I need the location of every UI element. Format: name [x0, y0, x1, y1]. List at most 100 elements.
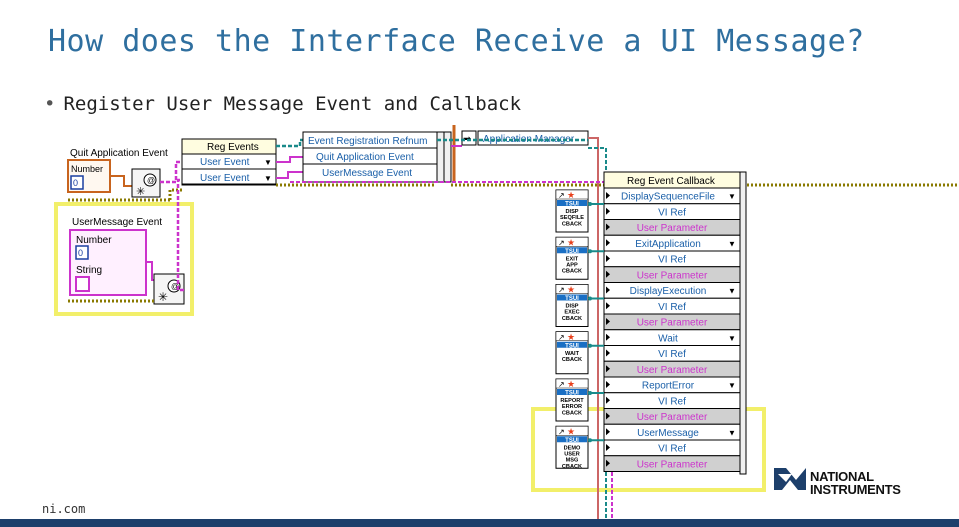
create-event-icon: [143, 173, 157, 187]
callback-event-dropdown: ▼: [728, 192, 736, 201]
callback-viref-terminal: [606, 444, 610, 451]
user-msg-number-value: 0: [78, 248, 83, 258]
subvi-arrow-glyph: ↗: [558, 191, 565, 200]
quit-number-value: 0: [73, 178, 78, 188]
subvi-star-icon: ★: [567, 285, 575, 295]
bottom-bar: [0, 519, 959, 527]
subvi-star-icon: ★: [567, 379, 575, 389]
subvi-badge: TSUI: [565, 391, 579, 397]
wire-usermsg-to-create-event: [146, 261, 154, 281]
callback-viref-terminal: [606, 255, 610, 262]
user-msg-number-control: [75, 245, 89, 260]
subvi-icon-text: WAIT: [565, 351, 580, 357]
user-msg-number-label: Number: [76, 235, 112, 246]
error-wire-main: [168, 188, 182, 200]
callback-userparam-terminal: [606, 318, 610, 325]
callback-event-dropdown: ▼: [728, 287, 736, 296]
callback-event-terminal: [606, 333, 610, 341]
reg-events-row-1-label: User Event: [200, 157, 250, 168]
subvi-wire-junction: [588, 202, 592, 206]
create-event-icon-glyph: @: [147, 176, 155, 185]
callback-event-dropdown: ▼: [728, 334, 736, 343]
wire-usermsg-event-refnum: [176, 178, 184, 292]
subvi-icon-text: DEMO: [564, 445, 581, 451]
subvi-icon-text: DISP: [565, 304, 578, 310]
highlight-user-message-event: [54, 202, 194, 316]
callback-node-title: Reg Event Callback: [627, 176, 716, 187]
callback-viref-label: VI Ref: [658, 396, 686, 407]
callback-viref-terminal: [606, 349, 610, 357]
subvi-arrow-glyph: ↗: [558, 333, 565, 342]
subvi-icon-text: CBACK: [562, 357, 582, 363]
wire-quit-out: [276, 156, 303, 163]
callback-event-label: DisplaySequenceFile: [621, 192, 715, 203]
subvi-icon-text: ERROR: [562, 404, 582, 410]
callback-userparam-label: User Parameter: [637, 412, 708, 423]
callback-event-label: UserMessage: [637, 428, 699, 439]
callback-userparam-terminal: [606, 365, 610, 373]
subvi-badge: TSUI: [565, 343, 579, 349]
quit-cluster-number-label: Number: [71, 164, 103, 174]
callback-event-terminal: [606, 192, 610, 199]
create-event-asterisk: ✳: [136, 186, 145, 198]
subvi-arrow-glyph: ↗: [558, 238, 565, 247]
callback-event-label: ReportError: [642, 381, 695, 392]
subvi-icon-text: APP: [566, 262, 578, 268]
callback-userparam-terminal: [606, 412, 610, 420]
callback-event-label: Wait: [658, 333, 678, 344]
reg-events-row-2: [181, 168, 277, 185]
app-manager-arrow-node: [461, 130, 477, 146]
callback-viref-label: VI Ref: [658, 302, 686, 313]
subvi-arrow-glyph: ↗: [558, 380, 565, 389]
callback-event-dropdown: ▼: [728, 428, 736, 437]
wire-quit-event-refnum: [160, 160, 182, 184]
subvi-star-icon: ★: [567, 190, 575, 200]
subvi-star-icon: ★: [567, 332, 575, 342]
wire-quit-to-create-event: [110, 175, 132, 187]
callback-userparam-label: User Parameter: [637, 223, 708, 234]
subvi-icon-text: REPORT: [560, 398, 584, 404]
callback-event-dropdown: ▼: [728, 381, 736, 390]
wire-appmgr-down: [588, 137, 599, 520]
subvi-badge: TSUI: [565, 296, 579, 302]
subvi-icon-text: EXEC: [564, 310, 579, 316]
subvi-icon-text: USER: [564, 451, 580, 457]
callback-viref-terminal: [606, 207, 610, 215]
callback-event-label: DisplayExecution: [630, 286, 707, 297]
bundle-row-refnum: Event Registration Refnum: [308, 136, 428, 147]
ni-eagle-icon: [774, 468, 806, 490]
ni-logo-line2: INSTRUMENTS: [810, 482, 901, 497]
subvi-icon-text: MSG: [566, 458, 579, 464]
subvi-star-icon: ★: [567, 426, 575, 436]
bullet-dot: •: [44, 93, 56, 115]
wire-refnum-out: [276, 138, 303, 148]
subvi-icon-text: SEQFILE: [560, 215, 584, 221]
callback-viref-label: VI Ref: [658, 444, 686, 455]
ni-logo-line1: NATIONAL: [810, 469, 874, 484]
subvi-arrow-glyph: ↗: [558, 427, 565, 436]
callback-viref-label: VI Ref: [658, 349, 686, 360]
user-msg-string-control: [75, 276, 90, 292]
footer-url: ni.com: [42, 502, 86, 516]
subvi-icon-text: DISP: [565, 209, 578, 215]
create-event-icon-glyph-2: @: [171, 282, 179, 291]
callback-event-terminal: [606, 239, 610, 247]
callback-viref-label: VI Ref: [658, 207, 686, 218]
subvi-wire-junction: [588, 343, 592, 348]
callback-node-right-edge: [739, 171, 747, 475]
callback-userparam-terminal: [606, 223, 610, 231]
event-registration-bundle: [302, 131, 438, 183]
quit-number-control: [70, 175, 84, 190]
reg-events-row-2-label: User Event: [200, 173, 250, 184]
reg-events-title: Reg Events: [207, 142, 259, 153]
user-msg-event-label: UserMessage Event: [72, 217, 162, 228]
callback-event-label: ExitApplication: [635, 239, 701, 250]
bundle-row-quit: Quit Application Event: [316, 152, 414, 163]
subvi-icon-text: CBACK: [562, 269, 582, 275]
create-event-asterisk-2: ✳: [158, 290, 168, 304]
callback-event-terminal: [606, 428, 610, 436]
